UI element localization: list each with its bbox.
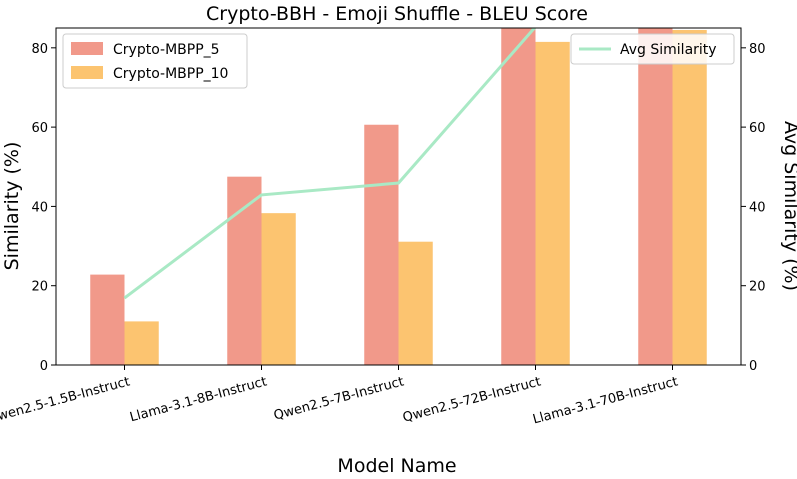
y-tick-label: 60 [31,121,48,136]
legend-label: Crypto-MBPP_10 [113,66,228,82]
bars-group [90,28,707,365]
y2-tick-label: 40 [749,200,766,215]
legend-swatch-Crypto-MBPP_10 [71,66,103,79]
bar-Crypto-MBPP_10-0 [124,321,159,365]
y-ticks-left: 0 20 40 60 80 [31,42,56,374]
bar-Crypto-MBPP_10-1 [261,213,296,365]
y2-tick-label: 0 [749,359,757,374]
y-axis-label: Similarity (%) [1,142,23,271]
bar-Crypto-MBPP_5-0 [90,274,125,365]
bar-Crypto-MBPP_5-1 [227,176,262,365]
legend-box-right [570,33,735,65]
y-tick-label: 40 [31,200,48,215]
legend-line: Avg Similarity [570,33,735,65]
x-ticks: Qwen2.5-1.5B-InstructLlama-3.1-8B-Instru… [0,365,680,428]
y2-tick-label: 20 [749,280,766,295]
bar-Crypto-MBPP_10-4 [672,29,707,365]
bar-Crypto-MBPP_10-3 [535,41,570,365]
y2-tick-label: 60 [749,121,766,136]
x-tick-label: Llama-3.1-8B-Instruct [128,374,268,425]
legend-label: Crypto-MBPP_5 [113,42,220,58]
bar-Crypto-MBPP_5-2 [364,124,399,365]
x-tick-label: Qwen2.5-72B-Instruct [401,374,542,425]
y-tick-label: 20 [31,280,48,295]
legend-swatch-Crypto-MBPP_5 [71,42,103,55]
y2-axis-label: Avg Similarity (%) [780,121,797,291]
avg-line-group [123,28,541,300]
y-tick-label: 80 [31,42,48,57]
bar-Crypto-MBPP_10-2 [398,241,433,365]
bar-Crypto-MBPP_5-4 [638,28,673,365]
x-tick-label: Llama-3.1-70B-Instruct [531,374,679,427]
y2-tick-label: 80 [749,42,766,57]
avg-similarity-line [123,28,541,300]
chart-title: Crypto-BBH - Emoji Shuffle - BLEU Score [206,3,588,25]
x-axis-label: Model Name [337,455,456,477]
y-ticks-right: 0 20 40 60 80 [741,42,766,374]
legend-box [62,33,248,89]
legend-label: Avg Similarity [620,42,717,58]
x-tick-label: Qwen2.5-7B-Instruct [272,374,405,423]
bar-Crypto-MBPP_5-3 [501,28,536,365]
y-tick-label: 0 [40,359,48,374]
x-tick-label: Qwen2.5-1.5B-Instruct [0,374,132,426]
